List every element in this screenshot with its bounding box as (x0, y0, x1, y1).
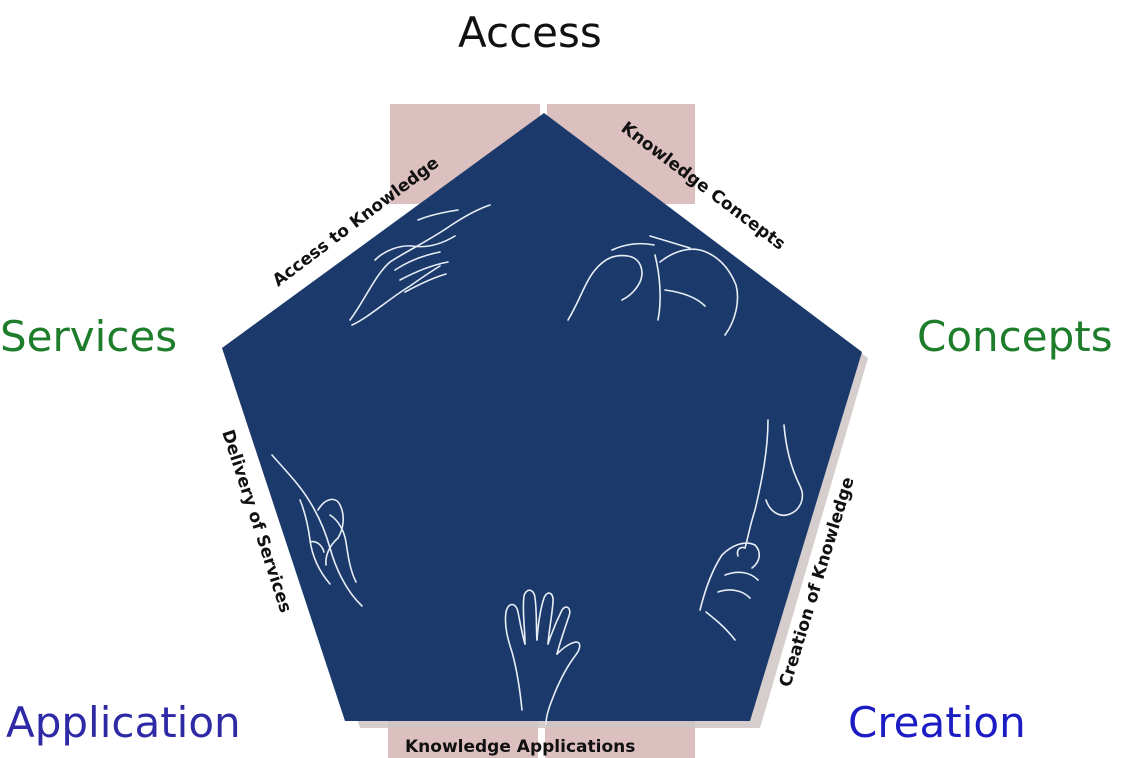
pentagon-shape (222, 113, 862, 721)
vertex-label-application: Application (6, 698, 241, 747)
handshake-icon (349, 204, 491, 326)
vertex-label-services: Services (0, 312, 178, 361)
vertex-label-access: Access (458, 8, 602, 57)
open-hand-icon (504, 589, 581, 725)
pinch-hands-icon (567, 235, 739, 336)
vertex-label-creation: Creation (848, 698, 1026, 747)
vertex-label-concepts: Concepts (917, 312, 1113, 361)
creation-hands-icon (699, 419, 804, 641)
reaching-hands-icon (271, 454, 363, 607)
edge-label-knowledge-applications: Knowledge Applications (405, 737, 635, 757)
